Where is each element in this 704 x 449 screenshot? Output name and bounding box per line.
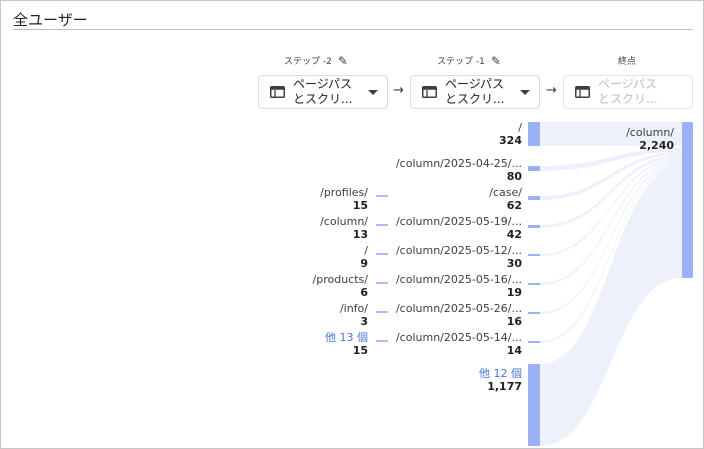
- flow-link: [540, 148, 682, 171]
- node-path: /column/2025-05-19/...: [395, 215, 522, 228]
- step-header-label: 終点: [618, 57, 637, 67]
- node-count: 13: [352, 228, 368, 241]
- node-count: 1,177: [487, 380, 522, 393]
- node-count: 16: [506, 315, 522, 328]
- step-minus1-node[interactable]: / 324: [499, 121, 522, 147]
- flow-link: [540, 152, 682, 200]
- node-count: 62: [506, 199, 522, 212]
- step-minus1-node[interactable]: /column/2025-04-25/... 80: [396, 157, 522, 183]
- step-minus1-node[interactable]: /column/2025-05-16/... 19: [396, 273, 522, 299]
- node-path: /products/: [312, 273, 368, 286]
- node-count: 6: [360, 286, 368, 299]
- node-path: /: [364, 244, 368, 257]
- node-count: 14: [506, 344, 522, 357]
- flow-node-bar[interactable]: [528, 196, 540, 200]
- node-count: 2,240: [639, 139, 674, 152]
- node-path: /column/2025-04-25/...: [395, 157, 522, 170]
- step-minus1-nodes: [528, 122, 540, 446]
- step-minus1-other-node[interactable]: 他 12 個 1,177: [479, 367, 522, 393]
- step-minus2-other-node[interactable]: 他 13 個 15: [325, 331, 368, 357]
- step-header-endpoint: 終点: [618, 54, 636, 67]
- step-header-minus1: ステップ -1 ✎: [437, 53, 501, 68]
- node-count: 80: [506, 170, 522, 183]
- flow-node-bar[interactable]: [528, 312, 540, 314]
- pencil-icon[interactable]: ✎: [490, 53, 501, 68]
- step-header-label: ステップ -1: [437, 57, 485, 67]
- node-path: /column/: [320, 215, 368, 228]
- node-path: 他 12 個: [479, 367, 522, 380]
- step-minus2-node[interactable]: /profiles/ 15: [320, 186, 368, 212]
- node-path: /column/2025-05-12/...: [395, 244, 522, 257]
- node-path: /info/: [339, 302, 368, 315]
- step-minus1-node[interactable]: /column/2025-05-26/... 16: [396, 302, 522, 328]
- flow-node-bar[interactable]: [528, 283, 540, 285]
- dimension-dropdown-endpoint: ページパス とスクリ...: [563, 75, 693, 109]
- dropdown-value: ページパス とスクリ...: [598, 77, 658, 106]
- caret-down-icon: [520, 89, 530, 95]
- dimension-dropdown-step-minus1[interactable]: ページパス とスクリ...: [410, 75, 540, 109]
- table-icon: [270, 86, 285, 98]
- table-icon: [422, 86, 437, 98]
- step-minus2-node[interactable]: /info/ 3: [340, 302, 368, 328]
- step-minus1-node[interactable]: /column/2025-05-19/... 42: [396, 215, 522, 241]
- node-count: 15: [352, 344, 368, 357]
- node-path: /column/2025-05-26/...: [395, 302, 522, 315]
- dimension-dropdown-step-minus2[interactable]: ページパス とスクリ...: [258, 75, 388, 109]
- node-count: 3: [360, 315, 368, 328]
- flow-link: [540, 162, 682, 314]
- node-count: 30: [506, 257, 522, 270]
- arrow-right-icon: →: [546, 83, 557, 98]
- flow-links: [540, 122, 682, 446]
- node-path: /case/: [489, 186, 522, 199]
- node-count: 42: [506, 228, 522, 241]
- step-header-label: ステップ -2: [284, 57, 332, 67]
- node-path: /column/: [626, 126, 674, 139]
- arrow-right-icon: →: [393, 83, 404, 98]
- node-count: 19: [506, 286, 522, 299]
- node-path: /: [518, 121, 522, 134]
- endpoint-node[interactable]: /column/ 2,240: [626, 126, 674, 152]
- pencil-icon[interactable]: ✎: [337, 53, 348, 68]
- step-minus1-node[interactable]: /column/2025-05-12/... 30: [396, 244, 522, 270]
- endpoint-node-bar[interactable]: [682, 122, 693, 278]
- step-minus1-node[interactable]: /case/ 62: [489, 186, 522, 212]
- flow-link: [540, 155, 682, 228]
- page-title: 全ユーザー: [13, 11, 88, 29]
- flow-link: [540, 160, 682, 285]
- step-minus2-nodes: [376, 195, 388, 342]
- node-path: 他 13 個: [325, 331, 368, 344]
- step-minus1-node[interactable]: /column/2025-05-14/... 14: [396, 331, 522, 357]
- dropdown-value: ページパス とスクリ...: [293, 77, 353, 106]
- step-minus2-node[interactable]: / 9: [360, 244, 368, 270]
- step-minus2-node[interactable]: /products/ 6: [313, 273, 368, 299]
- flow-node-bar[interactable]: [528, 122, 540, 146]
- step-minus2-node[interactable]: /column/ 13: [320, 215, 368, 241]
- node-path: /column/2025-05-14/...: [395, 331, 522, 344]
- step-header-minus2: ステップ -2 ✎: [284, 53, 348, 68]
- flow-link: [540, 158, 682, 256]
- flow-link: [540, 164, 682, 343]
- node-count: 15: [352, 199, 368, 212]
- caret-down-icon: [368, 89, 378, 95]
- flow-node-bar[interactable]: [528, 225, 540, 228]
- flow-node-bar[interactable]: [528, 254, 540, 256]
- node-path: /column/2025-05-16/...: [395, 273, 522, 286]
- dropdown-value: ページパス とスクリ...: [445, 77, 505, 106]
- title-divider: [13, 29, 693, 30]
- flow-link: [540, 166, 682, 446]
- node-count: 324: [499, 134, 522, 147]
- table-icon: [575, 86, 590, 98]
- flow-link: [540, 122, 682, 146]
- node-count: 9: [360, 257, 368, 270]
- node-path: /profiles/: [320, 186, 368, 199]
- flow-node-bar[interactable]: [528, 341, 540, 343]
- flow-node-bar[interactable]: [528, 364, 540, 446]
